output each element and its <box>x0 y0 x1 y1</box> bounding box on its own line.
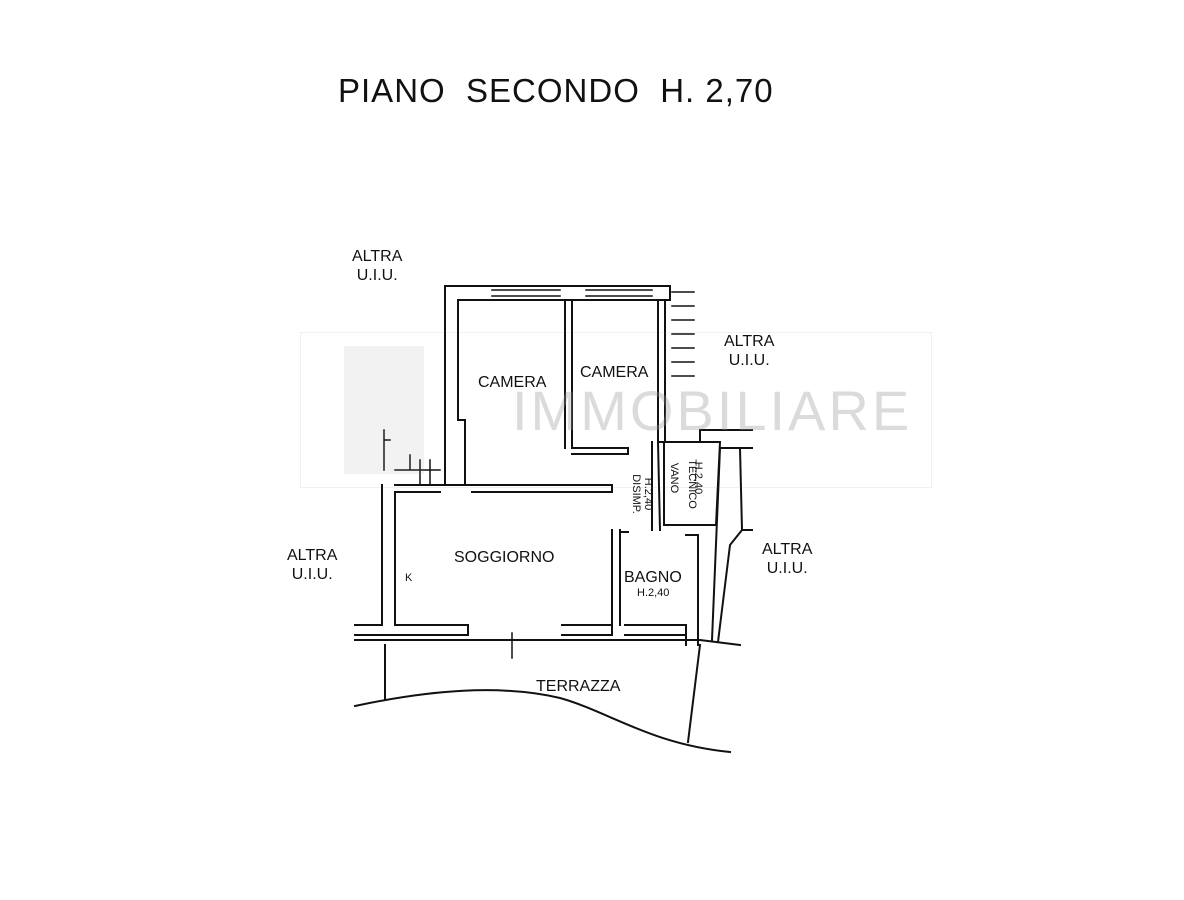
room-camera-2: CAMERA <box>580 364 649 381</box>
neighbor-label: U.I.U. <box>766 560 808 577</box>
wall-outer <box>444 285 466 486</box>
wall-bottom <box>354 624 687 636</box>
neighbor-label: U.I.U. <box>356 267 398 284</box>
neighbor-label: ALTRA <box>724 333 775 350</box>
page-title: PIANO SECONDO H. 2,70 <box>338 72 774 109</box>
neighbor-label: U.I.U. <box>291 566 333 583</box>
neighbor-label: ALTRA <box>287 547 338 564</box>
neighbor-top-left: ALTRA U.I.U. <box>352 247 402 285</box>
wall-vano-right <box>710 446 753 644</box>
room-soggiorno: SOGGIORNO <box>454 549 555 566</box>
room-disimp-height: H.2,40 <box>642 477 654 511</box>
neighbor-left: ALTRA U.I.U. <box>287 546 337 584</box>
room-vano: VANO <box>668 462 680 494</box>
room-bagno-height: H.2,40 <box>637 587 670 599</box>
stair-left <box>383 429 441 486</box>
room-camera-1: CAMERA <box>478 374 547 391</box>
wall-disimp <box>651 429 753 532</box>
wall-top <box>444 285 671 301</box>
stair-marks <box>671 291 695 377</box>
wall-soggiorno-left <box>381 484 396 626</box>
neighbor-right: ALTRA U.I.U. <box>762 540 812 578</box>
room-bagno: BAGNO <box>624 569 682 586</box>
neighbor-label: ALTRA <box>762 541 813 558</box>
neighbor-label: U.I.U. <box>728 352 770 369</box>
wall-bagno <box>611 529 699 646</box>
neighbor-label: ALTRA <box>352 248 403 265</box>
room-disimp: DISIMP. <box>630 474 642 514</box>
window-top-2 <box>585 289 653 297</box>
room-vano-height: H.2,40 <box>692 461 704 495</box>
watermark-logo <box>300 332 932 488</box>
window-top-1 <box>491 289 561 297</box>
wall-camera-partition <box>564 299 629 455</box>
wall-camera-right <box>657 299 666 443</box>
terrazza-outline <box>353 639 742 754</box>
kitchen-mark: K <box>405 572 413 584</box>
watermark-text: IMMOBILIARE <box>512 379 913 442</box>
neighbor-top-right: ALTRA U.I.U. <box>724 332 774 370</box>
room-terrazza: TERRAZZA <box>536 678 621 695</box>
